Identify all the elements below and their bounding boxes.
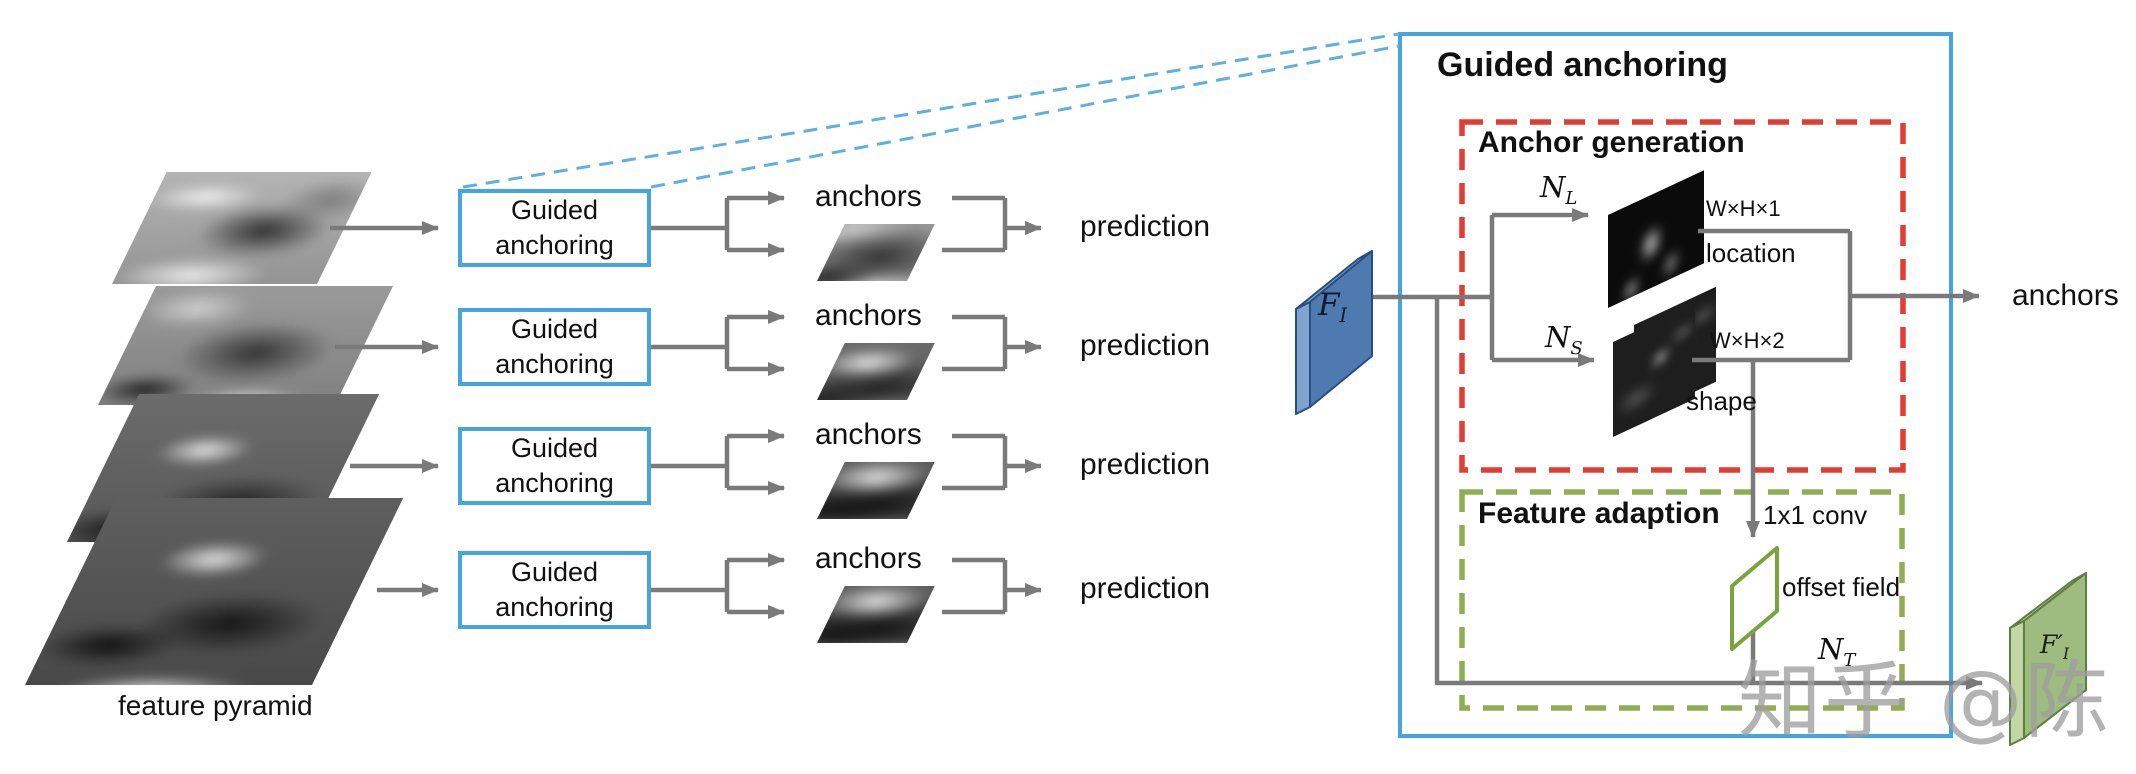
anchor-map-1 — [817, 224, 935, 281]
net-symbol-sub: S — [1570, 337, 1583, 359]
net-symbol-sub: L — [1565, 187, 1578, 209]
guided-anchoring-box-1: Guided anchoring — [458, 189, 651, 267]
location-subnet-symbol: NL — [1540, 170, 1577, 209]
zoom-guide-dashed-lines — [462, 32, 1400, 189]
net-symbol-base: N — [1545, 320, 1571, 354]
guided-anchoring-box-label: Guided anchoring — [495, 557, 614, 622]
guided-anchoring-panel — [1398, 32, 1953, 738]
anchors-label-1: anchors — [815, 180, 922, 213]
feature-map-level-1 — [112, 172, 372, 284]
conv-label: 1x1 conv — [1763, 500, 1868, 530]
shape-subnet-symbol: NS — [1545, 320, 1583, 359]
feature-map-texture — [817, 462, 935, 519]
location-label: location — [1706, 238, 1796, 268]
feature-map-texture — [817, 586, 935, 643]
prediction-label-2: prediction — [1080, 329, 1211, 362]
anchors-label-2: anchors — [815, 299, 922, 332]
feature-map-texture — [112, 172, 372, 284]
left-row-connectors — [330, 191, 1042, 619]
input-feature-symbol: FI — [1318, 287, 1347, 327]
feature-map-texture — [817, 343, 935, 400]
guided-anchoring-box-2: Guided anchoring — [458, 308, 651, 386]
guided-anchoring-box-label: Guided anchoring — [495, 433, 614, 498]
net-symbol-base: N — [1540, 170, 1566, 204]
feature-pyramid-caption: feature pyramid — [118, 690, 313, 721]
feature-map-level-2 — [98, 286, 394, 405]
input-feature-slab — [1295, 250, 1373, 415]
offset-field-label: offset field — [1782, 572, 1901, 602]
anchor-map-4 — [817, 586, 935, 643]
anchors-label-4: anchors — [815, 542, 922, 575]
anchor-map-3 — [817, 462, 935, 519]
feature-symbol-base: F — [1318, 287, 1340, 323]
location-dims-label: W×H×1 — [1706, 196, 1781, 221]
feature-map-texture — [817, 224, 935, 281]
guided-anchoring-box-3: Guided anchoring — [458, 427, 651, 505]
anchors-label-3: anchors — [815, 418, 922, 451]
feature-symbol-sub: I — [1339, 304, 1348, 328]
guided-anchoring-box-label: Guided anchoring — [495, 195, 614, 260]
shape-label: shape — [1686, 386, 1757, 416]
prediction-label-4: prediction — [1080, 572, 1211, 605]
prediction-label-3: prediction — [1080, 448, 1211, 481]
watermark: 知乎 @陈恺 — [1738, 652, 2111, 774]
anchor-generation-title: Anchor generation — [1478, 126, 1745, 159]
guided-anchoring-box-label: Guided anchoring — [495, 314, 614, 379]
feature-adaption-title: Feature adaption — [1478, 497, 1720, 530]
prediction-label-1: prediction — [1080, 210, 1211, 243]
guided-anchoring-box-4: Guided anchoring — [458, 551, 651, 629]
shape-dims-label: W×H×2 — [1710, 328, 1785, 353]
anchors-output-label: anchors — [2012, 279, 2119, 312]
panel-title: Guided anchoring — [1437, 46, 1728, 84]
anchor-map-2 — [817, 343, 935, 400]
feature-map-texture — [98, 286, 394, 405]
